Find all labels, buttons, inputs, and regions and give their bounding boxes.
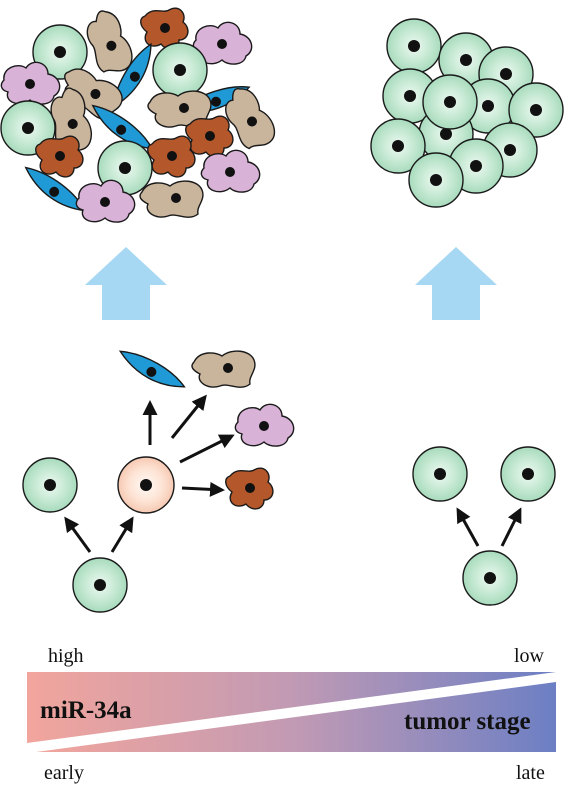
green-cell [152, 42, 208, 98]
green-cell [422, 74, 478, 130]
green-daughter-cell [500, 446, 556, 502]
green-progenitor-cell [462, 550, 518, 606]
mir34a-wedge [27, 672, 556, 743]
beige-cell [191, 350, 256, 388]
late-label: late [516, 762, 545, 784]
high-label: high [48, 645, 84, 667]
tumor-stage-label: tumor stage [404, 708, 531, 735]
brown-cell [185, 115, 234, 158]
beige-cell [139, 180, 204, 218]
right-lineage [412, 446, 556, 606]
tumor-stage-wedge [36, 682, 556, 752]
green-daughter-cell [412, 446, 468, 502]
brown-cell [147, 135, 196, 178]
up-arrow-left [85, 247, 167, 320]
gradient-bar [27, 672, 556, 752]
division-arrows [456, 507, 522, 547]
differentiation-arrows [64, 394, 235, 553]
brown-cell [225, 467, 274, 510]
left-lineage [22, 348, 295, 613]
green-progenitor-cell [72, 557, 128, 613]
green-daughter-cell [22, 457, 78, 513]
brown-cell [35, 135, 84, 178]
early-label: early [44, 762, 84, 784]
stem-like-cell [117, 456, 175, 514]
lilac-cell [200, 149, 261, 193]
heterogeneous-tumor-cluster [0, 5, 281, 223]
up-arrow-right [415, 247, 497, 320]
low-label: low [514, 645, 545, 667]
lilac-cell [234, 403, 295, 447]
blue-cell [113, 348, 191, 392]
mir34a-label: miR-34a [40, 697, 132, 724]
green-cell [386, 18, 442, 74]
homogeneous-tumor-cluster [370, 18, 564, 208]
green-cell [408, 152, 464, 208]
